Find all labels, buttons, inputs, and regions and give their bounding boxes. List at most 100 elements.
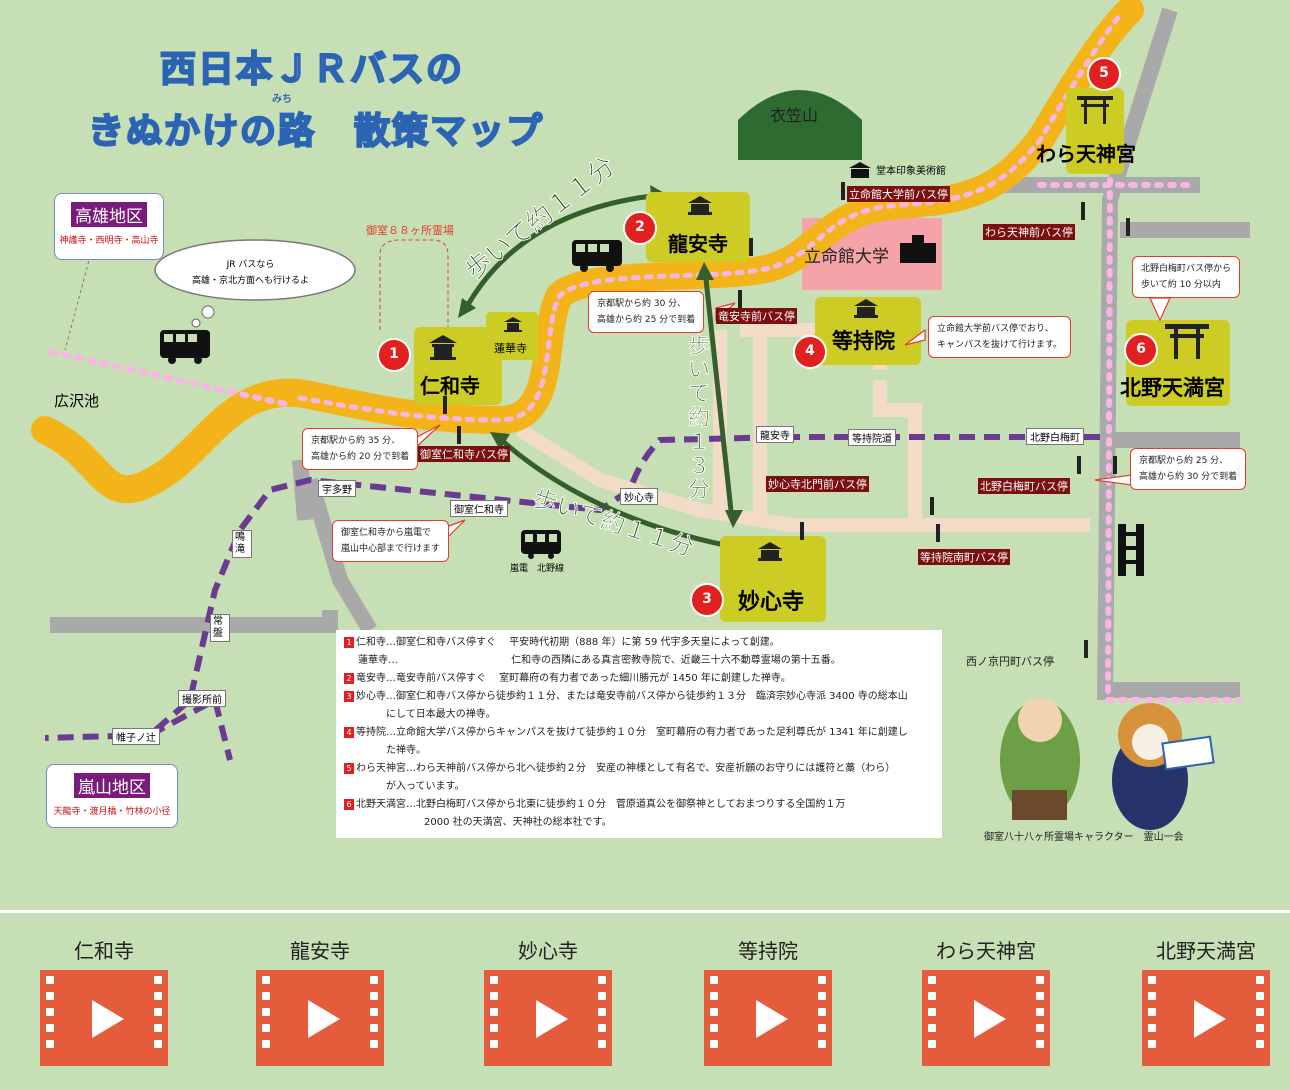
legend-number: 6 [344,799,354,810]
callout-line: 嵐山中心部まで行けます [341,544,441,554]
bus-route-dots [297,12,1123,423]
bus-stop-ninnaji[interactable]: 御室仁和寺バス停 [418,446,510,462]
badge-number-3: 3 [702,591,712,607]
bus-stop-nishinokyo[interactable]: 西ノ京円町バス停 [966,655,1054,668]
video-label: 龍安寺 [290,939,350,963]
callout-line: 高雄から約 30 分で到着 [1139,472,1238,482]
play-video-icon[interactable] [1142,970,1270,1066]
video-label: 仁和寺 [74,939,134,963]
domoto-museum-label: 堂本印象美術館 [876,166,946,177]
callout-line: 御室仁和寺から嵐電で [341,528,432,538]
video-item-waratenjin: わら天神宮 [916,935,1056,1070]
temple-label-ryoanji[interactable]: 龍安寺 [668,232,728,256]
callout-line: 歩いて約 10 分以内 [1141,280,1221,290]
temple-label-tojiin[interactable]: 等持院 [832,329,895,353]
bus-stop-ritsumeikan[interactable]: 立命館大学前バス停 [847,186,950,202]
callout-tojiin-route: 立命館大学前バス停でおり、 キャンパスを抜けて行けます。 [928,316,1072,358]
bus-stop-tojiin[interactable]: 等持院南町バス停 [918,549,1010,565]
badge-number-6: 6 [1136,341,1146,357]
rail-station-katabiranotsuji: 帷子ノ辻 [112,728,160,745]
legend-text: 2000 社の天満宮、天神社の総本社です。 [424,817,612,828]
callout-line: 北野白梅町バス停から [1141,264,1232,274]
play-video-icon[interactable] [40,970,168,1066]
video-item-tojiin: 等持院 [698,935,838,1070]
arashiyama-district-name: 嵐山地区 [74,773,150,798]
rail-station-tokiwa: 常盤 [210,614,230,642]
legend-text: 竜安寺…竜安寺前バス停すぐ 室町幕府の有力者であった細川勝元が 1450 年に創… [356,673,791,684]
callout-ryoanji-time: 京都駅から約 30 分、 高雄から約 25 分で到着 [588,291,705,333]
kinugasa-label: 衣笠山 [770,106,819,125]
map-title-line2: きぬかけの路 散策マップ [87,110,545,153]
henro-outline [379,239,449,330]
ritsumeikan-label: 立命館大学 [804,247,889,267]
walk-time-2: 歩いて約１３分 [688,334,711,503]
legend-text: 北野天満宮…北野白梅町バス停から北東に徒歩約１０分 菅原道真公を御祭神としておま… [356,799,846,810]
henro-label: 御室８８ヶ所霊場 [366,224,454,237]
bus-stop-waratenjin[interactable]: わら天神前バス停 [983,224,1075,240]
pink-routes [49,177,1243,703]
legend-text: わら天神宮…わら天神前バス停から北へ徒歩約２分 安産の神様として有名で、安産祈願… [356,763,896,774]
legend-number: 2 [344,673,354,684]
temple-label-waratenjin[interactable]: わら天神宮 [1036,142,1136,166]
callout-line: 高雄から約 25 分で到着 [597,315,696,325]
torii-icons [1077,96,1209,359]
video-label: わら天神宮 [936,939,1036,963]
temple-label-myoshinji[interactable]: 妙心寺 [738,590,805,615]
rail-station-ryoanji: 龍安寺 [756,426,794,443]
bus-stop-ryoanji[interactable]: 竜安寺前バス停 [716,308,797,324]
legend-row: 蓮華寺… 仁和寺の西隣にある真言密教寺院で、近畿三十六不動尊霊場の第十五番。 [344,652,934,670]
legend-number: 3 [344,691,354,702]
video-label: 等持院 [738,939,798,963]
callout-line: 京都駅から約 35 分、 [311,436,401,446]
callout-line: 高雄から約 20 分で到着 [311,452,410,462]
vehicle-icons [160,162,1144,576]
bus-stop-myoshinji[interactable]: 妙心寺北門前バス停 [766,476,869,492]
speech-text: JR バスなら 高雄・京北方面へも行けるよ [192,257,309,289]
arashiyama-district-box[interactable]: 嵐山地区 天龍寺・渡月橋・竹林の小径 [46,764,178,828]
character-caption: 御室八十八ヶ所霊場キャラクター 霊山一会 [984,832,1184,843]
video-item-myoshinji: 妙心寺 [478,935,618,1070]
play-video-icon[interactable] [704,970,832,1066]
play-video-icon[interactable] [256,970,384,1066]
legend-text: 妙心寺…御室仁和寺バス停から徒歩約１１分、または竜安寺前バス停から徒歩約１３分 … [356,691,908,702]
video-strip: 仁和寺 龍安寺 妙心寺 等持院 わら天神宮 北野天満宮 [0,910,1290,1089]
temple-label-kitanotenmangu[interactable]: 北野天満宮 [1120,376,1225,400]
play-video-icon[interactable] [922,970,1050,1066]
legend-text: 等持院…立命館大学バス停からキャンパスを抜けて徒歩約１０分 室町幕府の有力者であ… [356,727,908,738]
takao-district-box[interactable]: 高雄地区 神護寺・西明寺・高山寺 [54,193,164,260]
randen-station-label: 嵐電 北野線 [510,564,565,574]
callout-line: キャンパスを抜けて行けます。 [937,340,1063,350]
rail-station-utano: 宇多野 [318,480,356,497]
arashiyama-district-sites: 天龍寺・渡月橋・竹林の小径 [53,807,171,817]
map-title-line1: 西日本ＪＲバスの [159,48,465,91]
legend-number: 1 [344,637,354,648]
legend-row: た禅寺。 [344,742,934,760]
callout-kitano-walk: 北野白梅町バス停から 歩いて約 10 分以内 [1132,256,1241,298]
video-item-ninnaji: 仁和寺 [34,935,174,1070]
video-label: 北野天満宮 [1156,939,1256,963]
rail-station-kitano: 北野白梅町 [1026,428,1084,445]
temple-icons [429,196,878,561]
bus-stop-kitano[interactable]: 北野白梅町バス停 [978,478,1070,494]
callout-line: 京都駅から約 25 分、 [1139,456,1229,466]
bus-stop-poles [443,182,1130,658]
walk-arrows [462,192,741,551]
temple-label-ninnaji[interactable]: 仁和寺 [420,374,480,398]
play-video-icon[interactable] [484,970,612,1066]
legend-row: にして日本最大の禅寺。 [344,706,934,724]
callout-randen: 御室仁和寺から嵐電で 嵐山中心部まで行けます [332,520,450,562]
rail-station-omuro: 御室仁和寺 [450,500,508,517]
callout-kitano-time: 京都駅から約 25 分、 高雄から約 30 分で到着 [1130,448,1247,490]
legend-number: 4 [344,727,354,738]
video-item-kitanotenmangu: 北野天満宮 [1136,935,1276,1070]
badge-number-1: 1 [389,346,399,362]
legend-text: た禅寺。 [386,745,426,756]
rail-station-myoshinji: 妙心寺 [620,488,658,505]
badge-number-4: 4 [805,343,815,359]
